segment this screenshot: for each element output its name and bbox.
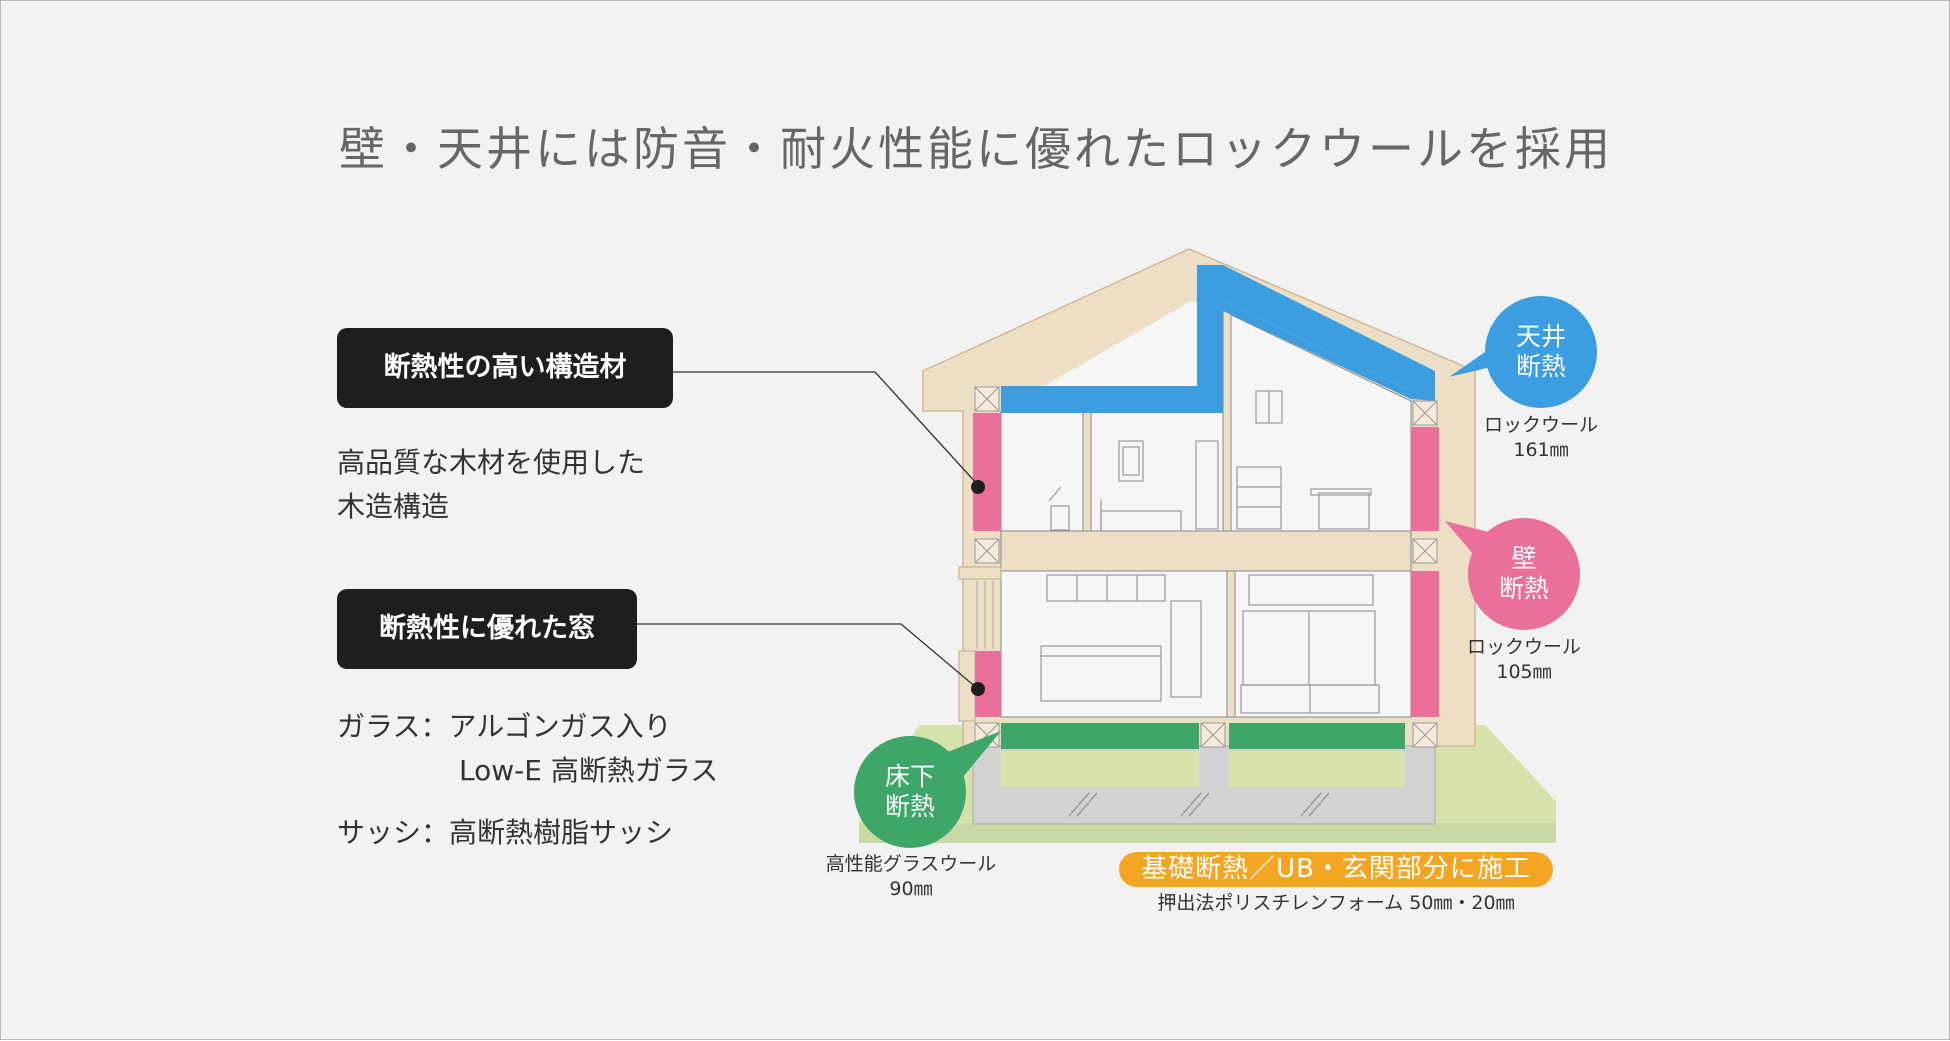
sash-description: サッシ：高断熱樹脂サッシ: [337, 816, 674, 849]
floor-material-caption: 高性能グラスウール 90㎜: [821, 852, 1001, 902]
glass-line1: アルゴンガス入り: [448, 710, 672, 743]
wall-insulation-right-upper: [1411, 427, 1439, 531]
wall-material-caption: ロックウール 105㎜: [1454, 635, 1594, 685]
interior-upper-attic: [1001, 301, 1223, 411]
floor-insulation-right: [1229, 723, 1405, 749]
glass-label: ガラス：: [337, 710, 449, 743]
wall-thickness: 105㎜: [1496, 661, 1552, 683]
roof-insulation: [1001, 265, 1411, 413]
window-label: 断熱性に優れた窓: [337, 589, 637, 669]
structure-desc-line2: 木造構造: [337, 490, 450, 523]
floor-material: 高性能グラスウール: [825, 853, 997, 875]
wall-insulation-right-lower: [1411, 571, 1439, 717]
floor-bubble-line2: 断熱: [884, 792, 935, 821]
wall-material: ロックウール: [1466, 636, 1581, 658]
ceiling-bubble-line2: 断熱: [1515, 352, 1566, 381]
wall-insulation-left-upper: [973, 413, 1001, 531]
structure-label: 断熱性の高い構造材: [337, 328, 673, 408]
interior-wall-3: [1226, 570, 1236, 718]
balcony: [958, 566, 1002, 580]
foundation-material-caption: 押出法ポリスチレンフォーム 50㎜・20㎜: [1157, 892, 1515, 914]
ceiling-insulation-bubble: 天井 断熱: [1485, 296, 1597, 408]
ceiling-thickness: 161㎜: [1513, 439, 1569, 461]
floor-slab: [1000, 530, 1412, 572]
ceiling-bubble-line1: 天井: [1515, 322, 1566, 351]
ceiling-material-caption: ロックウール 161㎜: [1471, 413, 1611, 463]
window-dot: [971, 682, 985, 696]
interior-lower: [1000, 570, 1412, 718]
floor-thickness: 90㎜: [889, 878, 933, 900]
interior-wall-1: [1082, 410, 1092, 532]
glass-line2: Low-E 高断熱ガラス: [459, 754, 719, 787]
interior-wall-2: [1222, 300, 1232, 532]
window-leader: [637, 623, 979, 690]
wall-bubble-line2: 断熱: [1498, 574, 1549, 603]
floor-insulation-bubble: 床下 断熱: [854, 736, 966, 848]
ceiling-material: ロックウール: [1483, 414, 1598, 436]
structure-desc-line1: 高品質な木材を使用した: [337, 446, 646, 479]
floor-bubble-line1: 床下: [884, 762, 935, 791]
structure-leader: [673, 371, 979, 486]
glass-description: ガラス：アルゴンガス入り Low-E 高断熱ガラス: [337, 705, 718, 793]
page-title: 壁・天井には防音・耐火性能に優れたロックウールを採用: [339, 122, 1613, 176]
wall-insulation-bubble: 壁 断熱: [1468, 518, 1580, 630]
structure-description: 高品質な木材を使用した 木造構造: [337, 441, 645, 529]
foundation-fill-left: [1001, 751, 1199, 787]
structure-dot: [971, 480, 985, 494]
foundation-fill-right: [1229, 751, 1405, 787]
ground-base: [859, 823, 1556, 843]
foundation-insulation-label: 基礎断熱／UB・玄関部分に施工: [1119, 852, 1553, 887]
wall-bubble-line1: 壁: [1511, 544, 1537, 573]
floor-insulation-left: [1001, 723, 1199, 749]
